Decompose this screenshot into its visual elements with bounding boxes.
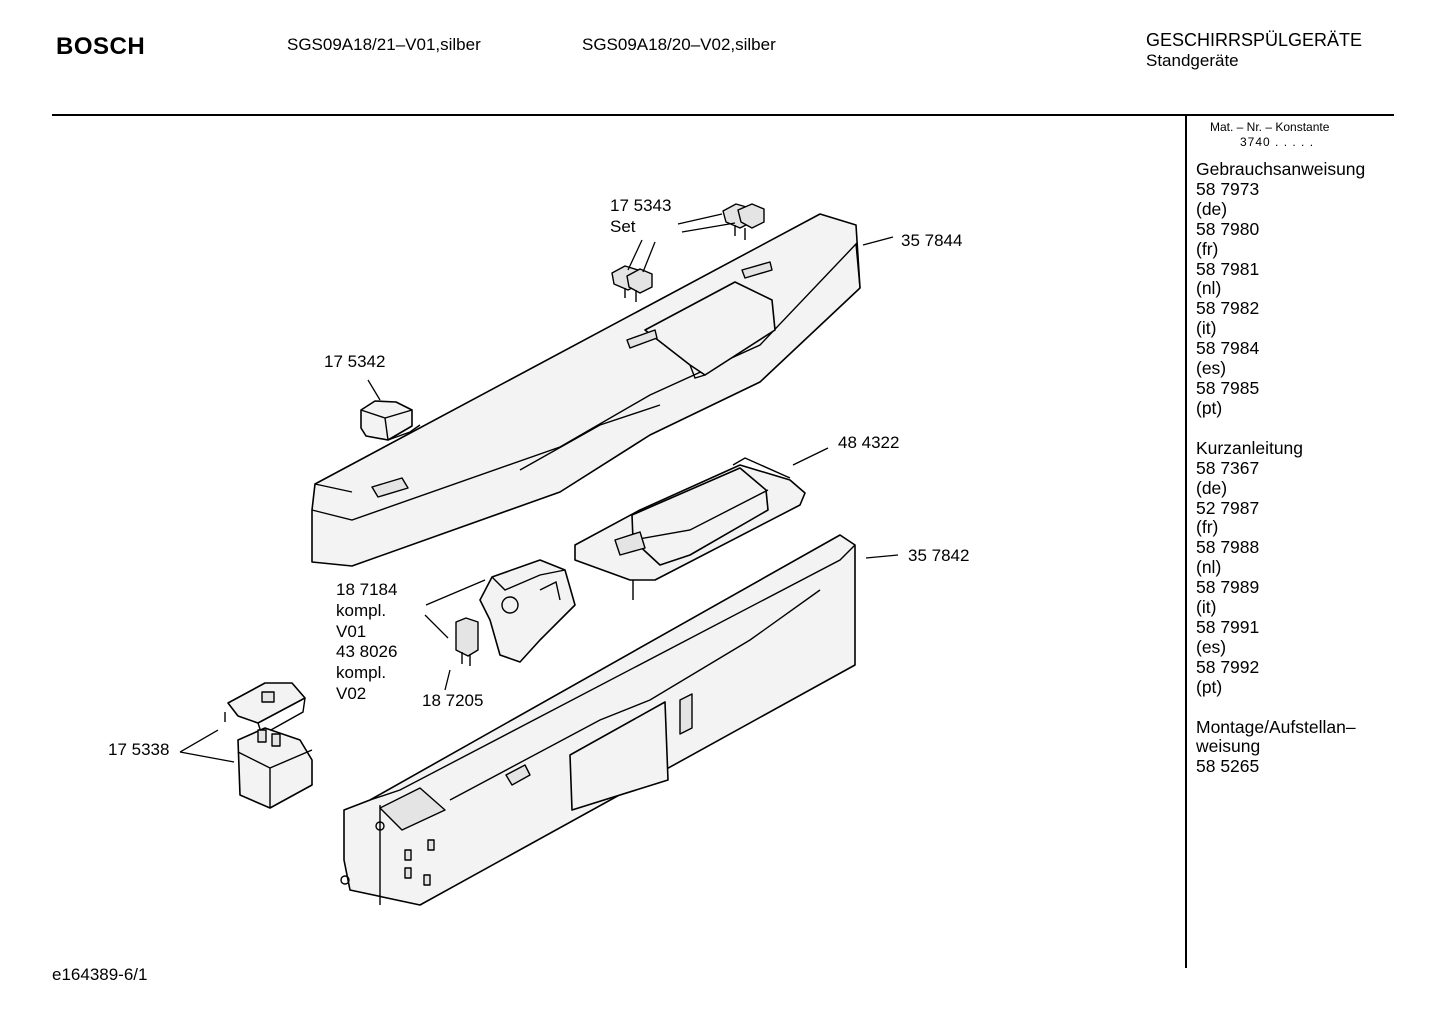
callout-electronic-module: 48 4322 xyxy=(838,433,900,452)
callout-fuse: 18 7205 xyxy=(422,691,484,710)
main-switch-cover xyxy=(224,682,306,737)
doc-section-installation: Montage/Aufstellan– weisung 58 5265 xyxy=(1196,716,1365,778)
doc-number: 58 7988 xyxy=(1196,537,1260,558)
appliance-category: GESCHIRRSPÜLGERÄTE xyxy=(1146,30,1363,50)
doc-number: 58 7980 xyxy=(1196,218,1260,239)
doc-language: (de) xyxy=(1196,198,1228,219)
callout-button-set-number: 17 5343 xyxy=(610,196,672,215)
callout-door-switch: 18 7184 kompl. V01 43 8026 kompl. V02 xyxy=(336,580,397,705)
doc-language: (fr) xyxy=(1196,517,1219,538)
doc-number: 58 7984 xyxy=(1196,338,1260,359)
doc-section-quickguide: Kurzanleitung 58 7367 (de) 52 7987 (fr) … xyxy=(1196,437,1365,698)
button-set-upper xyxy=(722,203,765,240)
doc-language: (pt) xyxy=(1196,397,1223,418)
model-variant-2: SGS09A18/20–V02,silber xyxy=(582,35,776,54)
door-switch-assembly xyxy=(479,559,576,663)
callout-line: V02 xyxy=(336,683,367,703)
button-set-lower xyxy=(611,265,653,302)
doc-language: (nl) xyxy=(1196,557,1222,578)
doc-section-title-line: Montage/Aufstellan– xyxy=(1196,716,1356,737)
callout-line: kompl. xyxy=(336,663,387,683)
doc-number: 58 7981 xyxy=(1196,258,1260,279)
callout-button-set-note: Set xyxy=(610,217,636,236)
callout-control-panel: 35 7844 xyxy=(901,231,963,250)
doc-number: 58 7989 xyxy=(1196,577,1260,598)
electronic-module xyxy=(574,457,806,600)
doc-language: (pt) xyxy=(1196,676,1223,697)
doc-language: (es) xyxy=(1196,358,1227,379)
control-panel-fascia xyxy=(311,213,861,567)
callout-line: 43 8026 xyxy=(336,642,398,662)
doc-number: 58 5265 xyxy=(1196,756,1260,777)
doc-language: (it) xyxy=(1196,318,1217,339)
header-divider xyxy=(52,114,1394,116)
fuse-component xyxy=(455,617,479,666)
callout-line: 18 7184 xyxy=(336,580,398,599)
model-variant-1: SGS09A18/21–V01,silber xyxy=(287,35,481,54)
doc-number: 58 7992 xyxy=(1196,656,1260,677)
callout-knob: 17 5342 xyxy=(324,352,386,371)
doc-section-title-line: weisung xyxy=(1196,736,1261,757)
callout-programmer-base: 35 7842 xyxy=(908,546,970,565)
doc-number: 58 7982 xyxy=(1196,298,1260,319)
doc-section-manual: Gebrauchsanweisung 58 7973 (de) 58 7980 … xyxy=(1196,159,1366,419)
doc-section-title: Kurzanleitung xyxy=(1196,437,1304,458)
doc-section-title: Gebrauchsanweisung xyxy=(1196,159,1366,179)
doc-language: (de) xyxy=(1196,477,1228,498)
doc-language: (es) xyxy=(1196,636,1227,657)
callout-main-switch: 17 5338 xyxy=(108,740,170,759)
callout-line: kompl. xyxy=(336,600,387,620)
sidebar-divider xyxy=(1185,116,1187,968)
brand-logo: BOSCH xyxy=(56,33,146,60)
doc-number: 58 7973 xyxy=(1196,178,1260,199)
documentation-list: Gebrauchsanweisung 58 7973 (de) 58 7980 … xyxy=(1196,159,1366,797)
callout-line: V01 xyxy=(336,621,367,641)
material-number-value: 3740 . . . . . xyxy=(1240,135,1315,149)
doc-language: (fr) xyxy=(1196,238,1219,259)
doc-number: 58 7367 xyxy=(1196,457,1260,478)
appliance-subcategory: Standgeräte xyxy=(1146,51,1239,70)
main-switch-body xyxy=(237,727,313,809)
doc-language: (it) xyxy=(1196,597,1217,618)
switch-knob xyxy=(360,400,421,441)
material-number-label: Mat. – Nr. – Konstante xyxy=(1210,120,1330,134)
doc-language: (nl) xyxy=(1196,278,1222,299)
doc-number: 58 7991 xyxy=(1196,616,1260,637)
drawing-id: e164389-6/1 xyxy=(52,965,148,984)
doc-number: 58 7985 xyxy=(1196,377,1260,398)
doc-number: 52 7987 xyxy=(1196,497,1260,518)
programmer-base-frame xyxy=(340,534,856,906)
